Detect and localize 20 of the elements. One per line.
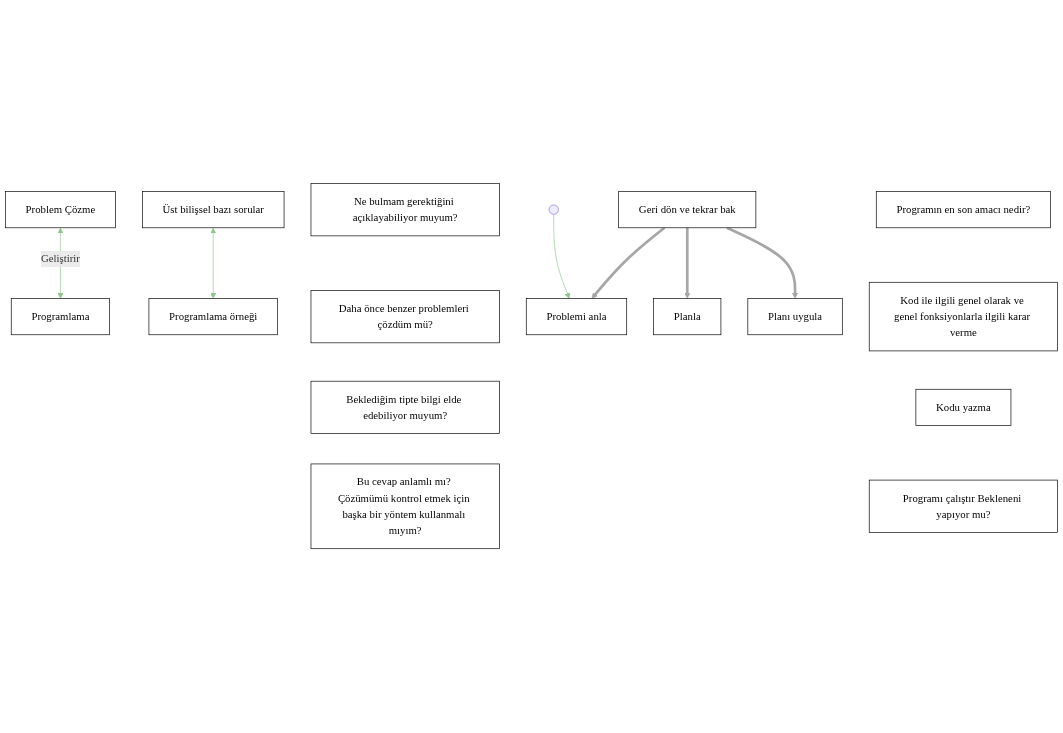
node-box: Ne bulmam gerektiğini açıklayabiliyor muyum? <box>310 183 500 237</box>
node-box: Üst bilişsel bazı sorular <box>142 191 285 229</box>
edge-label: Geliştirir <box>40 253 80 265</box>
node-box: Programlama <box>10 298 110 336</box>
node-box: Programın en son amacı nedir? <box>875 191 1051 229</box>
node-box: Beklediğim tipte bilgi elde edebiliyor muyum? <box>310 381 500 435</box>
node-box: Programlama örneği <box>148 298 278 336</box>
arrow <box>684 228 691 300</box>
node-box: Problem Çözme <box>5 191 116 229</box>
node-box: Planı uygula <box>747 298 843 336</box>
arrow <box>591 227 666 300</box>
node-box: Bu cevap anlamlı mı? Çözümümü kontrol etmek için başka bir yöntem kullanmalı mıyım? <box>310 464 500 550</box>
node-box: Planla <box>653 298 722 336</box>
arrow <box>726 227 799 300</box>
node-box: Geri dön ve tekrar bak <box>618 191 757 229</box>
node-box: Daha önce benzer problemleri çözdüm mü? <box>310 290 500 344</box>
node-box: Problemi anla <box>525 298 628 336</box>
node-box: Kod ile ilgili genel olarak ve genel fonksiyonlarla ilgili karar verme <box>868 282 1058 352</box>
node-box: Kodu yazma <box>915 389 1012 427</box>
node-box: Programı çalıştır Bekleneni yapıyor mu? <box>868 480 1058 534</box>
